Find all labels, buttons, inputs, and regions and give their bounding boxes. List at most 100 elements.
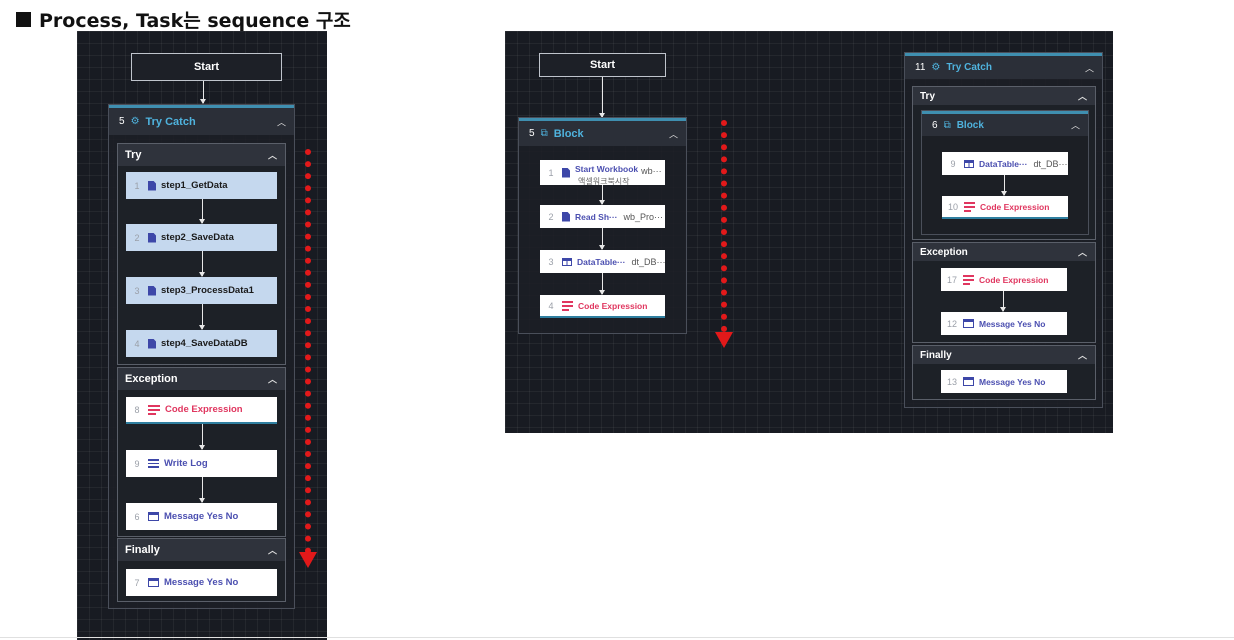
step-node[interactable]: 6 Message Yes No	[126, 503, 277, 530]
exception-section[interactable]: Exception ︿ 17 Code Expression 12 Messag…	[912, 242, 1096, 343]
try-section[interactable]: Try ︿ 6 ⧉ Block ︿ 9 DataTable··· dt_DB··…	[912, 86, 1096, 240]
step-number: 2	[134, 232, 140, 243]
try-section[interactable]: Try ︿ 1 step1_GetData 2 step2_SaveData 3…	[117, 143, 286, 365]
trycatch-container[interactable]: 5 ⚙ Try Catch ︿ Try ︿ 1 step1_GetData 2 …	[108, 104, 295, 609]
step-node[interactable]: 4 Code Expression	[540, 295, 665, 318]
step-node[interactable]: 13 Message Yes No	[941, 370, 1067, 393]
step-number: 8	[134, 404, 140, 415]
message-box-icon	[148, 578, 159, 587]
finally-header[interactable]: Finally ︿	[118, 539, 285, 561]
connector	[199, 199, 205, 224]
collapse-chevron-icon[interactable]: ︿	[267, 374, 277, 385]
trycatch-icon: ⚙	[130, 116, 140, 127]
message-box-icon	[148, 512, 159, 521]
step-variable: dt_DB···	[1033, 158, 1068, 169]
step-node[interactable]: 3 step3_ProcessData1	[126, 277, 277, 304]
step-node[interactable]: 9 DataTable··· dt_DB···	[942, 152, 1068, 175]
step-node[interactable]: 8 Code Expression	[126, 397, 277, 424]
collapse-chevron-icon[interactable]: ︿	[1077, 91, 1087, 102]
try-header[interactable]: Try ︿	[118, 144, 285, 166]
exception-section[interactable]: Exception ︿ 8 Code Expression 9 Write Lo…	[117, 367, 286, 537]
trycatch-number: 5	[119, 116, 125, 127]
block-icon: ⧉	[540, 128, 548, 139]
left-canvas[interactable]: Start 5 ⚙ Try Catch ︿ Try ︿ 1 step1_GetD…	[77, 31, 327, 640]
sequence-flow-line	[305, 149, 311, 554]
start-node[interactable]: Start	[539, 53, 666, 77]
step-label: Code Expression	[578, 300, 648, 311]
step-node[interactable]: 3 DataTable··· dt_DB···	[540, 250, 665, 273]
trycatch-header[interactable]: 11 ⚙ Try Catch ︿	[905, 53, 1102, 79]
page-heading: Process, Task는 sequence 구조	[16, 6, 351, 33]
step-label: DataTable···	[577, 256, 626, 267]
step-node[interactable]: 1 step1_GetData	[126, 172, 277, 199]
step-label: Code Expression	[980, 201, 1050, 212]
step-label: DataTable···	[979, 158, 1028, 169]
connector	[200, 81, 206, 104]
step-node[interactable]: 1 Start Workbook wb··· 액셀워크북시작	[540, 160, 665, 185]
code-expression-icon	[148, 404, 160, 415]
block-header[interactable]: 6 ⧉ Block ︿	[922, 111, 1088, 136]
try-header[interactable]: Try ︿	[913, 87, 1095, 105]
step-label: Code Expression	[979, 274, 1049, 285]
trycatch-title: Try Catch	[145, 115, 196, 128]
step-node[interactable]: 9 Write Log	[126, 450, 277, 477]
step-number: 4	[134, 338, 140, 349]
try-label: Try	[920, 90, 936, 102]
collapse-chevron-icon[interactable]: ︿	[267, 150, 277, 161]
block-header[interactable]: 5 ⧉ Block ︿	[519, 118, 686, 146]
exception-label: Exception	[920, 246, 968, 258]
trycatch-container[interactable]: 11 ⚙ Try Catch ︿ Try ︿ 6 ⧉ Block ︿ 9	[904, 52, 1103, 408]
step-node[interactable]: 4 step4_SaveDataDB	[126, 330, 277, 357]
connector	[199, 477, 205, 503]
step-node[interactable]: 2 Read Sh··· wb_Pro···	[540, 205, 665, 228]
trycatch-number: 11	[915, 62, 926, 73]
step-number: 7	[134, 577, 140, 588]
collapse-chevron-icon[interactable]: ︿	[1084, 63, 1094, 73]
exception-header[interactable]: Exception ︿	[913, 243, 1095, 261]
connector	[199, 304, 205, 330]
finally-section[interactable]: Finally ︿ 13 Message Yes No	[912, 345, 1096, 400]
finally-label: Finally	[920, 349, 952, 361]
step-label: step1_GetData	[161, 180, 228, 191]
block-container[interactable]: 6 ⧉ Block ︿ 9 DataTable··· dt_DB··· 10 C…	[921, 110, 1089, 235]
step-number: 12	[946, 318, 957, 329]
collapse-chevron-icon[interactable]: ︿	[668, 129, 678, 139]
step-label: Message Yes No	[164, 511, 239, 522]
connector	[599, 228, 605, 250]
datatable-icon	[562, 257, 572, 266]
connector	[599, 185, 605, 205]
collapse-chevron-icon[interactable]: ︿	[1070, 120, 1080, 131]
code-expression-icon	[562, 300, 573, 311]
step-node[interactable]: 10 Code Expression	[942, 196, 1068, 219]
step-number: 3	[548, 256, 554, 267]
connector	[1001, 175, 1007, 196]
exception-label: Exception	[125, 373, 178, 385]
message-box-icon	[963, 377, 974, 386]
step-number: 17	[946, 274, 957, 285]
collapse-chevron-icon[interactable]: ︿	[1077, 247, 1087, 258]
datatable-icon	[964, 159, 974, 168]
block-title: Block	[553, 127, 584, 140]
step-node[interactable]: 12 Message Yes No	[941, 312, 1067, 335]
block-container[interactable]: 5 ⧉ Block ︿ 1 Start Workbook wb··· 액셀워크북…	[518, 117, 687, 334]
collapse-chevron-icon[interactable]: ︿	[1077, 350, 1087, 361]
step-node[interactable]: 17 Code Expression	[941, 268, 1067, 291]
step-label: Message Yes No	[979, 376, 1046, 387]
connector	[199, 251, 205, 277]
step-number: 2	[548, 211, 554, 222]
finally-section[interactable]: Finally ︿ 7 Message Yes No	[117, 538, 286, 602]
collapse-chevron-icon[interactable]: ︿	[267, 545, 277, 556]
step-number: 1	[548, 167, 554, 178]
start-node[interactable]: Start	[131, 53, 282, 81]
trycatch-header[interactable]: 5 ⚙ Try Catch ︿	[109, 105, 294, 135]
finally-header[interactable]: Finally ︿	[913, 346, 1095, 364]
collapse-chevron-icon[interactable]: ︿	[276, 117, 286, 127]
document-icon	[148, 232, 156, 243]
right-canvas[interactable]: Start 5 ⧉ Block ︿ 1 Start Workbook wb···…	[505, 31, 1113, 433]
sequence-arrow-head	[715, 332, 733, 348]
step-node[interactable]: 7 Message Yes No	[126, 569, 277, 596]
sequence-arrow-head	[299, 552, 317, 568]
step-node[interactable]: 2 step2_SaveData	[126, 224, 277, 251]
exception-header[interactable]: Exception ︿	[118, 368, 285, 390]
start-label: Start	[589, 59, 616, 71]
